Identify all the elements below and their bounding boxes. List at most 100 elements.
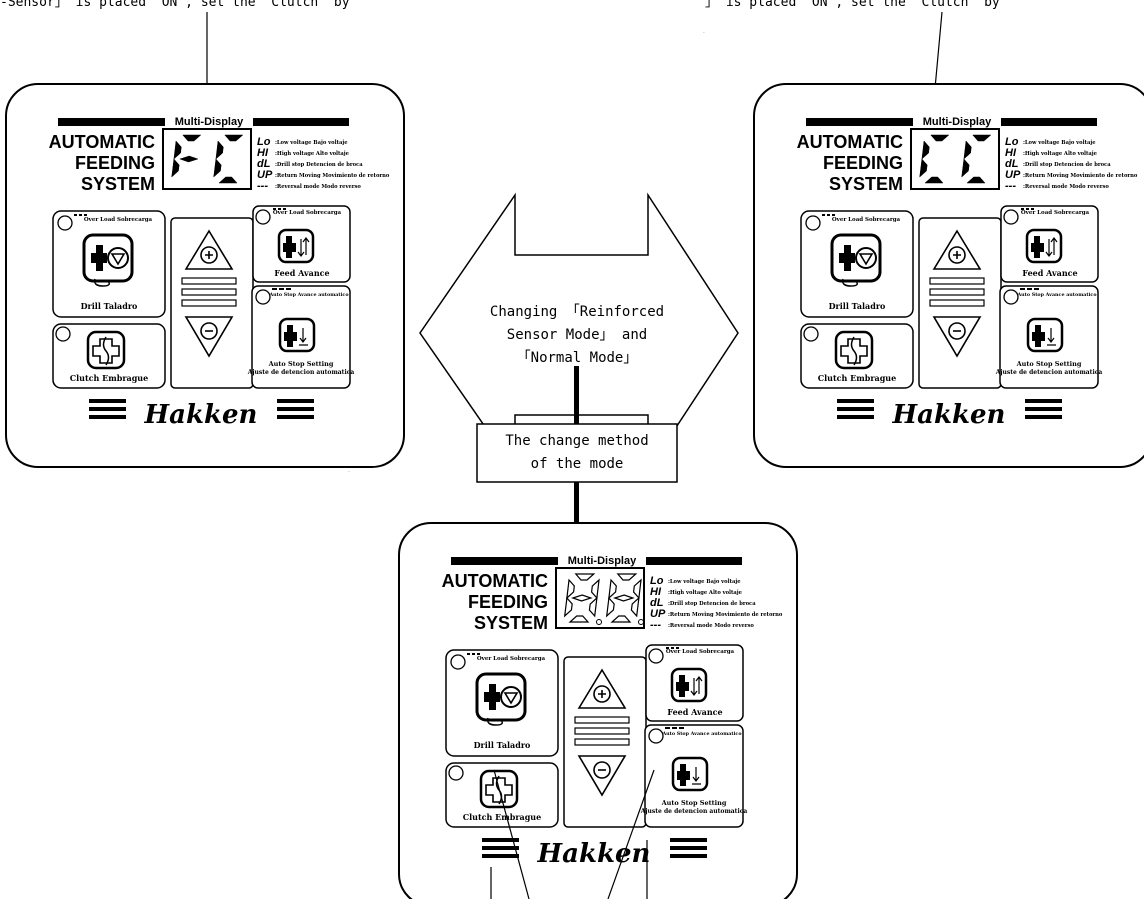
autostop-top-label: Auto Stop Avance automatico [1016, 292, 1096, 298]
title-line1: AUTOMATIC [49, 132, 155, 152]
autostop-setting-label: Auto Stop Setting [1016, 360, 1082, 368]
segment-e [919, 158, 928, 178]
title-line1: AUTOMATIC [442, 571, 548, 591]
arrow-text-line3: 「Normal Mode」 [517, 350, 638, 366]
hakken-logo: Hakken [537, 839, 651, 869]
legend-desc: :Low voltage Bajo voltaje [1023, 140, 1096, 146]
autostop-setting-label-es: Ajuste de detencion automatica [247, 369, 355, 376]
segment-d [924, 176, 944, 184]
legend-desc: :Drill stop Detencion de broca [668, 601, 756, 607]
segment-f [921, 140, 930, 160]
legend-code: HI [257, 147, 269, 159]
legend-desc: :Return Moving Movimiento de retorno [1023, 173, 1138, 179]
title-line3: SYSTEM [829, 174, 903, 194]
segment-e [563, 596, 573, 618]
legend-desc: :Low voltage Bajo voltaje [668, 579, 741, 585]
legend-code: Lo [257, 136, 271, 148]
legend-code: Lo [650, 575, 664, 587]
legend-desc: :Return Moving Movimiento de retorno [668, 612, 783, 618]
legend-code: --- [257, 180, 268, 192]
connector-upper [574, 366, 579, 424]
segment-e [605, 596, 615, 618]
display-value: CC [703, 32, 705, 34]
legend-desc: :Reversal mode Modo reverso [275, 184, 361, 190]
segment-e [961, 158, 970, 178]
segment-f [608, 578, 617, 600]
legend-desc: :Drill stop Detencion de broca [275, 162, 363, 168]
legend-desc: :High voltage Alto voltaje [1023, 151, 1098, 157]
legend-code: Lo [1005, 136, 1019, 148]
display-value: 8.8. [348, 471, 350, 473]
feed-label: Feed Avance [1022, 268, 1077, 278]
segment-c [630, 596, 640, 618]
segment-b [590, 578, 600, 600]
legend-code: UP [257, 169, 273, 181]
autostop-setting-label: Auto Stop Setting [661, 799, 727, 807]
feed-label: Feed Avance [667, 707, 722, 717]
control-panel-right: Multi-DisplayAUTOMATICFEEDINGSYSTEMLo:Lo… [703, 32, 1144, 468]
clutch-label: Clutch Embrague [818, 373, 896, 383]
hakken-logo: Hakken [144, 400, 258, 430]
segment-a [224, 134, 244, 142]
autostop-setting-label-es: Ajuste de detencion automatica [640, 808, 748, 815]
autostop-setting-label: Auto Stop Setting [268, 360, 334, 368]
feed-overload-label: Over Load Sobrecarga [273, 210, 342, 216]
multi-display-label: Multi-Display [175, 116, 244, 128]
legend-code: --- [650, 619, 661, 631]
autostop-top-label: Auto Stop Avance automatico [661, 731, 741, 737]
arrow-text-line2: Sensor Mode」 and [507, 327, 647, 343]
legend-desc: :Low voltage Bajo voltaje [275, 140, 348, 146]
arrow-text-line1: Changing 「Reinforced [490, 304, 664, 320]
legend-desc: :Drill stop Detencion de broca [1023, 162, 1111, 168]
segment-e [213, 158, 222, 178]
segment-a [182, 134, 202, 142]
segment-c [588, 596, 598, 618]
title-line3: SYSTEM [81, 174, 155, 194]
segment-g [179, 155, 199, 163]
segment-d [610, 615, 632, 623]
legend-code: HI [650, 586, 662, 598]
segment-f [215, 140, 224, 160]
segment-a [574, 573, 596, 581]
title-line2: FEEDING [823, 153, 903, 173]
segment-a [616, 573, 638, 581]
feed-label: Feed Avance [274, 268, 329, 278]
clutch-label: Clutch Embrague [463, 812, 541, 822]
legend-desc: :Reversal mode Modo reverso [668, 623, 754, 629]
seven-segment-display [563, 573, 644, 625]
title-line3: SYSTEM [474, 613, 548, 633]
top-note-right: 」 is placed 'ON', set the 'Clutch' by [705, 0, 1000, 10]
leader-line-bottom-3 [607, 769, 655, 899]
drill-label: Drill Taladro [474, 740, 531, 750]
connector-lower [574, 482, 579, 522]
drill-overload-label: Over Load Sobrecarga [84, 217, 153, 223]
segment-g [571, 594, 593, 602]
segment-d [568, 615, 590, 623]
hakken-logo: Hakken [892, 400, 1006, 430]
multi-display-label: Multi-Display [923, 116, 992, 128]
segment-f [173, 140, 182, 160]
drill-label: Drill Taladro [829, 301, 886, 311]
segment-d [218, 176, 238, 184]
method-text-line1: The change method [505, 433, 648, 449]
title-line2: FEEDING [75, 153, 155, 173]
legend-code: UP [650, 608, 666, 620]
feed-overload-label: Over Load Sobrecarga [666, 649, 735, 655]
method-text-line2: of the mode [531, 456, 624, 472]
title-line2: FEEDING [468, 592, 548, 612]
legend-code: --- [1005, 180, 1016, 192]
legend-code: dL [1005, 158, 1019, 170]
legend-desc: :Return Moving Movimiento de retorno [275, 173, 390, 179]
segment-g [613, 594, 635, 602]
method-box [476, 423, 678, 483]
feed-overload-label: Over Load Sobrecarga [1021, 210, 1090, 216]
segment-e [171, 158, 180, 178]
seven-segment-display [919, 134, 992, 184]
segment-a [972, 134, 992, 142]
legend-code: dL [650, 597, 664, 609]
autostop-setting-label-es: Ajuste de detencion automatica [995, 369, 1103, 376]
segment-a [930, 134, 950, 142]
top-note-left: -Sensor」 is placed 'ON', set the 'Clutch… [0, 0, 350, 10]
